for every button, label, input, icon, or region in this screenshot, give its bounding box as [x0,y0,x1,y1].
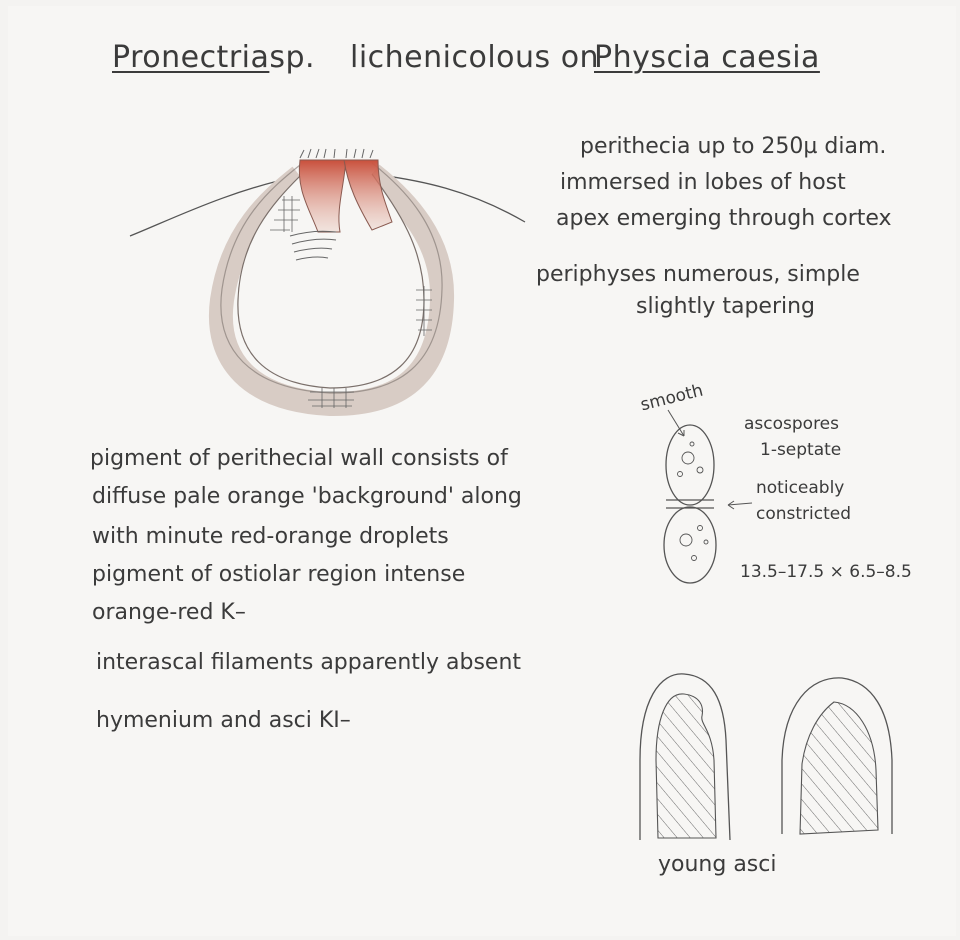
title-host: Physcia caesia [594,40,820,75]
periphyses-note-2: slightly tapering [636,294,815,319]
title: Pronectriasp. [112,40,315,75]
ascospore-measurement: 13.5–17.5 × 6.5–8.5 [740,562,912,582]
young-asci-drawing [640,674,892,840]
title-sp: sp. [269,40,315,75]
pigment-note-1: pigment of perithecial wall consists of [90,446,508,471]
ascospore-label-4: constricted [756,504,851,524]
ascospore-label-2: 1-septate [760,440,841,460]
ascospore-label-1: ascospores [744,414,839,434]
young-asci-label: young asci [658,852,776,877]
pigment-note-7: hymenium and asci KI– [96,708,351,733]
pigment-note-5: orange-red K– [92,600,246,625]
perithecia-note-1: perithecia up to 250µ diam. [580,134,886,159]
title-habit: lichenicolous on [350,40,599,75]
perithecia-note-2: immersed in lobes of host [560,170,846,195]
title-genus: Pronectria [112,40,269,75]
title-host-name: Physcia caesia [594,40,820,75]
perithecia-note-3: apex emerging through cortex [556,206,892,231]
ascospore-label-3: noticeably [756,478,844,498]
pigment-note-2: diffuse pale orange 'background' along [92,484,522,509]
pigment-note-3: with minute red-orange droplets [92,524,449,549]
pigment-note-6: interascal filaments apparently absent [96,650,521,675]
ascospore-drawing [664,410,752,583]
periphyses-note-1: periphyses numerous, simple [536,262,860,287]
pigment-note-4: pigment of ostiolar region intense [92,562,465,587]
